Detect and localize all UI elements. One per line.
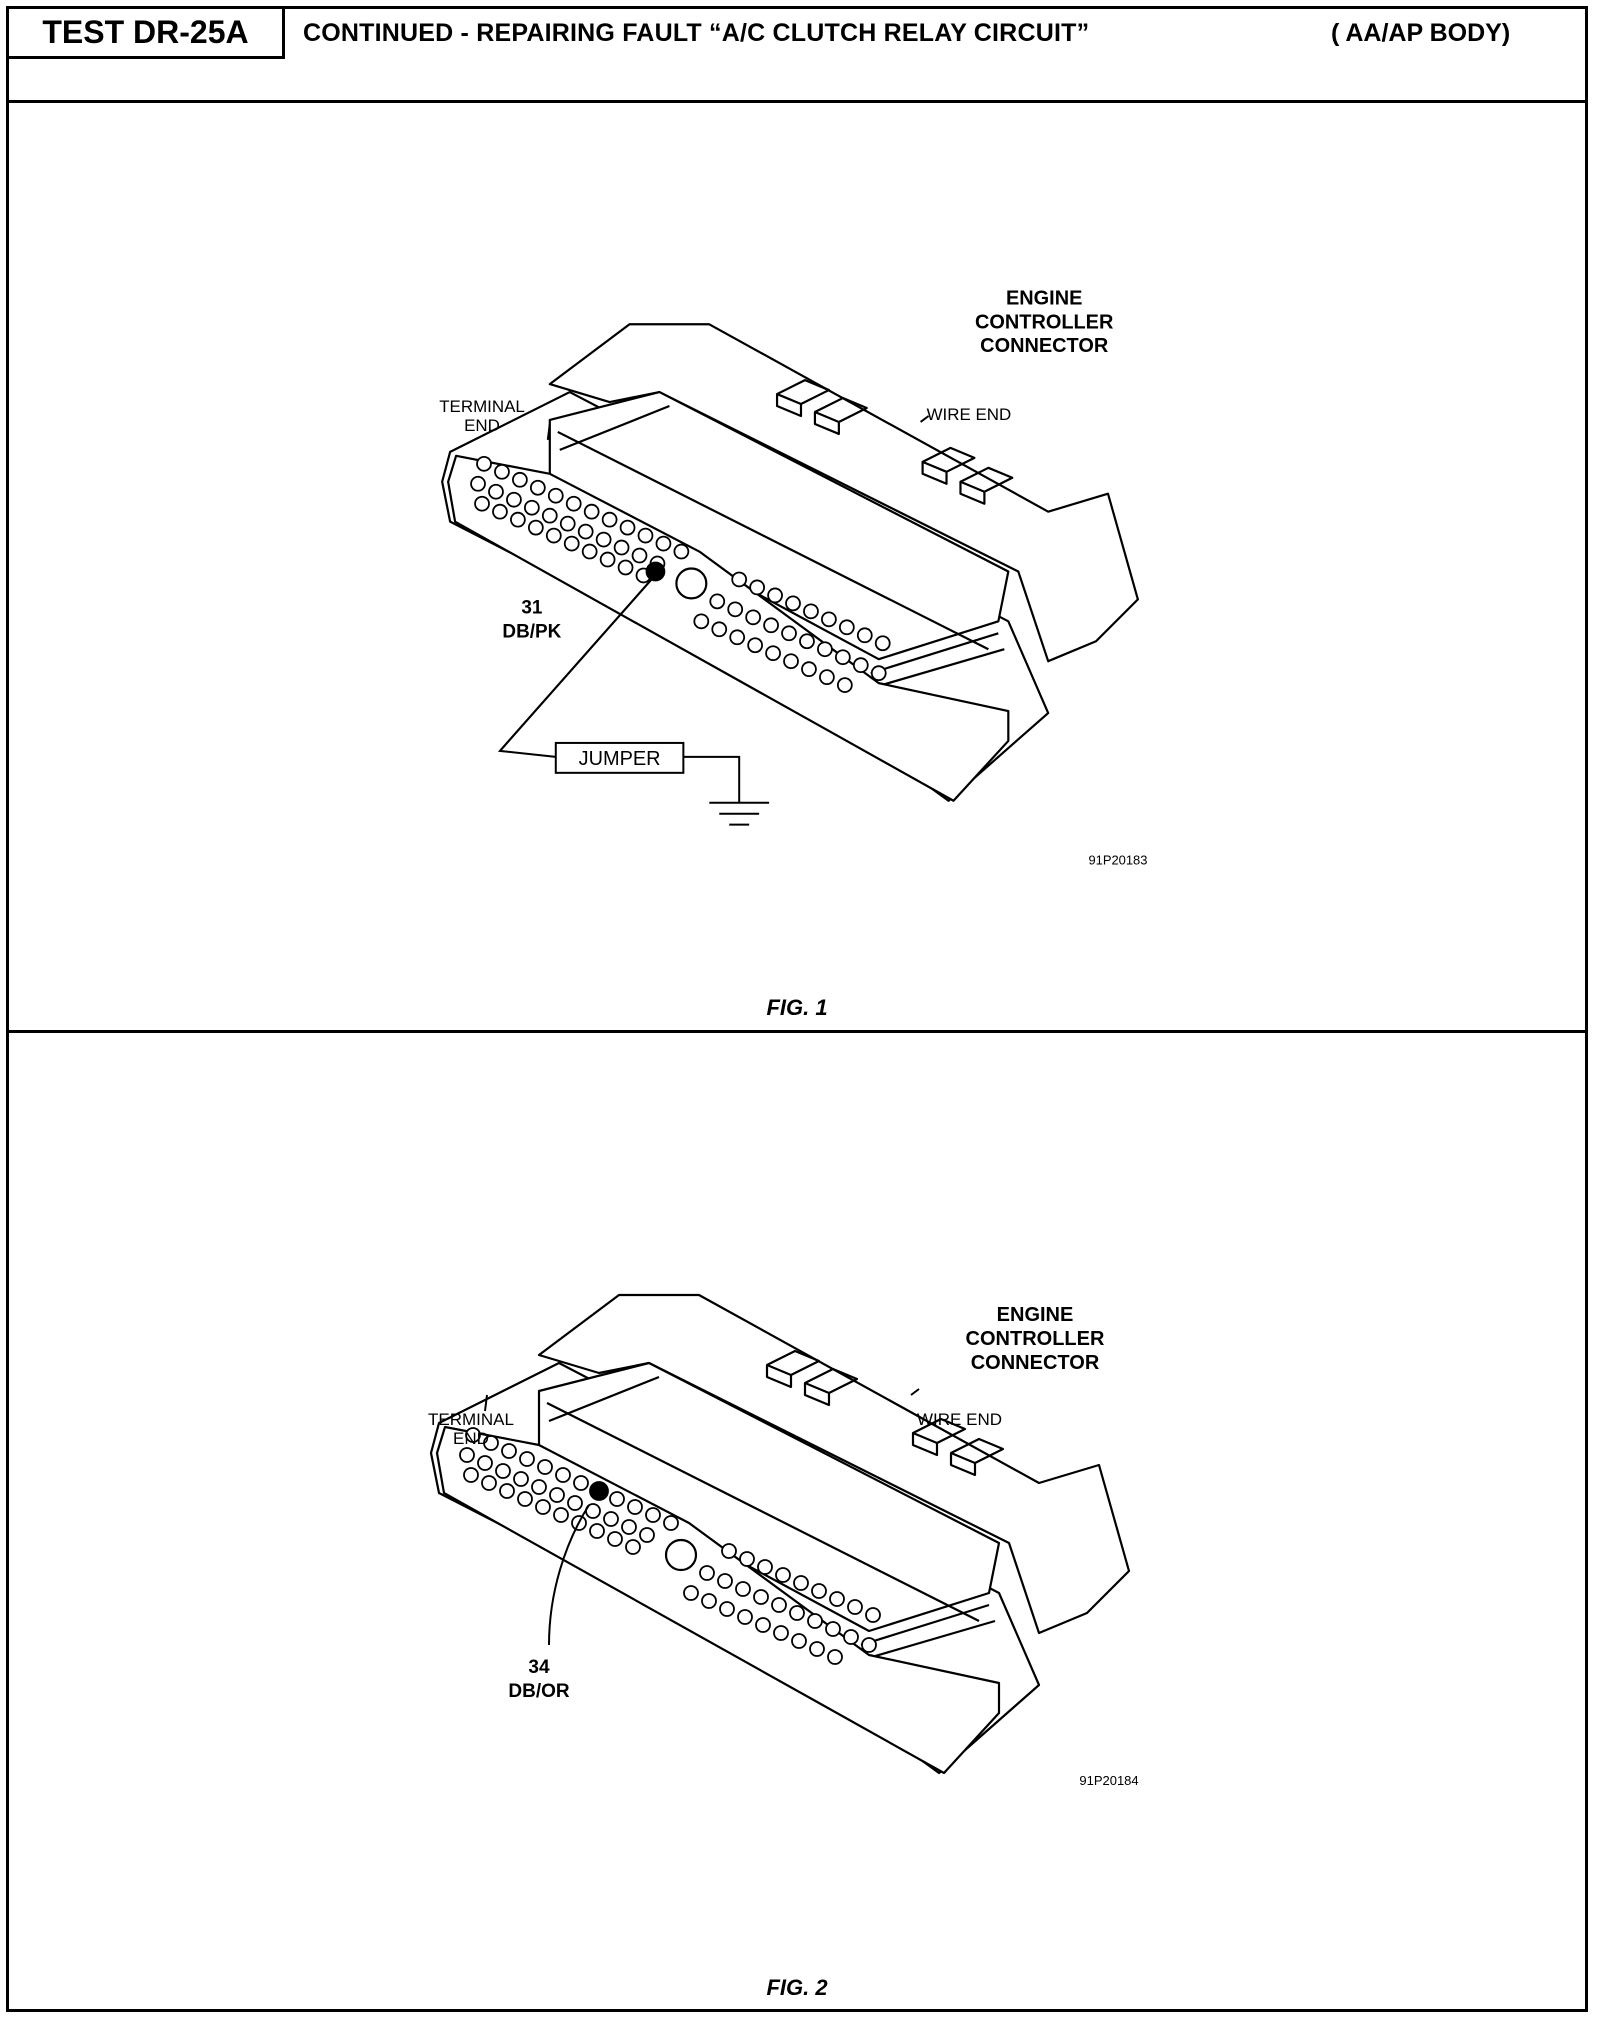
ref-code: 91P20184	[1079, 1773, 1138, 1788]
connector-label-line-3: CONNECTOR	[971, 1352, 1100, 1374]
connector-pins	[459, 1427, 881, 1665]
terminal-end-label-line-1: TERMINAL	[428, 1410, 514, 1429]
figure-1-diagram: JUMPER ENGINE CONTROLLER CONNECTOR TERMI…	[439, 287, 1147, 868]
figure-1-panel: JUMPER ENGINE CONTROLLER CONNECTOR TERMI…	[9, 103, 1585, 1033]
leader-lines	[484, 1388, 920, 1646]
figure-2-diagram: ENGINE CONTROLLER CONNECTOR TERMINAL END…	[428, 1293, 1139, 1788]
connector-label-line-3: CONNECTOR	[980, 335, 1108, 357]
connector-label-line-2: CONTROLLER	[975, 311, 1113, 333]
pin-number: 34	[528, 1657, 550, 1678]
highlighted-pin	[589, 1481, 609, 1501]
connector-drawing	[441, 323, 1139, 802]
figure-2-caption: FIG. 2	[766, 1975, 828, 2000]
ground-symbol	[709, 801, 770, 826]
wire-color: DB/OR	[508, 1681, 570, 1702]
connector-label-line-1: ENGINE	[997, 1304, 1074, 1326]
header-body-code: ( AA/AP BODY)	[1331, 19, 1511, 47]
page-frame: TEST DR-25A CONTINUED - REPAIRING FAULT …	[6, 6, 1588, 2012]
pin-number: 31	[521, 597, 542, 618]
connector-label-line-1: ENGINE	[1006, 287, 1082, 309]
jumper-label: JUMPER	[579, 748, 661, 770]
connector-pins	[470, 455, 891, 693]
terminal-end-label-line-1: TERMINAL	[439, 397, 525, 416]
jumper-box	[554, 741, 685, 774]
highlighted-pin	[645, 561, 666, 582]
wire-end-label: WIRE END	[917, 1410, 1002, 1429]
leader-lines	[497, 415, 930, 803]
test-id: TEST DR-25A	[9, 9, 285, 59]
connector-label-line-2: CONTROLLER	[966, 1328, 1105, 1350]
terminal-end-label-line-2: END	[464, 416, 500, 435]
header-title: CONTINUED - REPAIRING FAULT “A/C CLUTCH …	[303, 19, 1090, 47]
figure-1-caption: FIG. 1	[766, 995, 828, 1020]
figure-2-panel: ENGINE CONTROLLER CONNECTOR TERMINAL END…	[9, 1033, 1585, 2009]
ref-code: 91P20183	[1088, 853, 1147, 868]
wire-end-label: WIRE END	[927, 405, 1012, 424]
connector-drawing	[429, 1293, 1131, 1775]
wire-color: DB/PK	[502, 621, 561, 642]
page-header: TEST DR-25A CONTINUED - REPAIRING FAULT …	[9, 9, 1585, 103]
terminal-end-label-line-2: END	[453, 1429, 489, 1448]
